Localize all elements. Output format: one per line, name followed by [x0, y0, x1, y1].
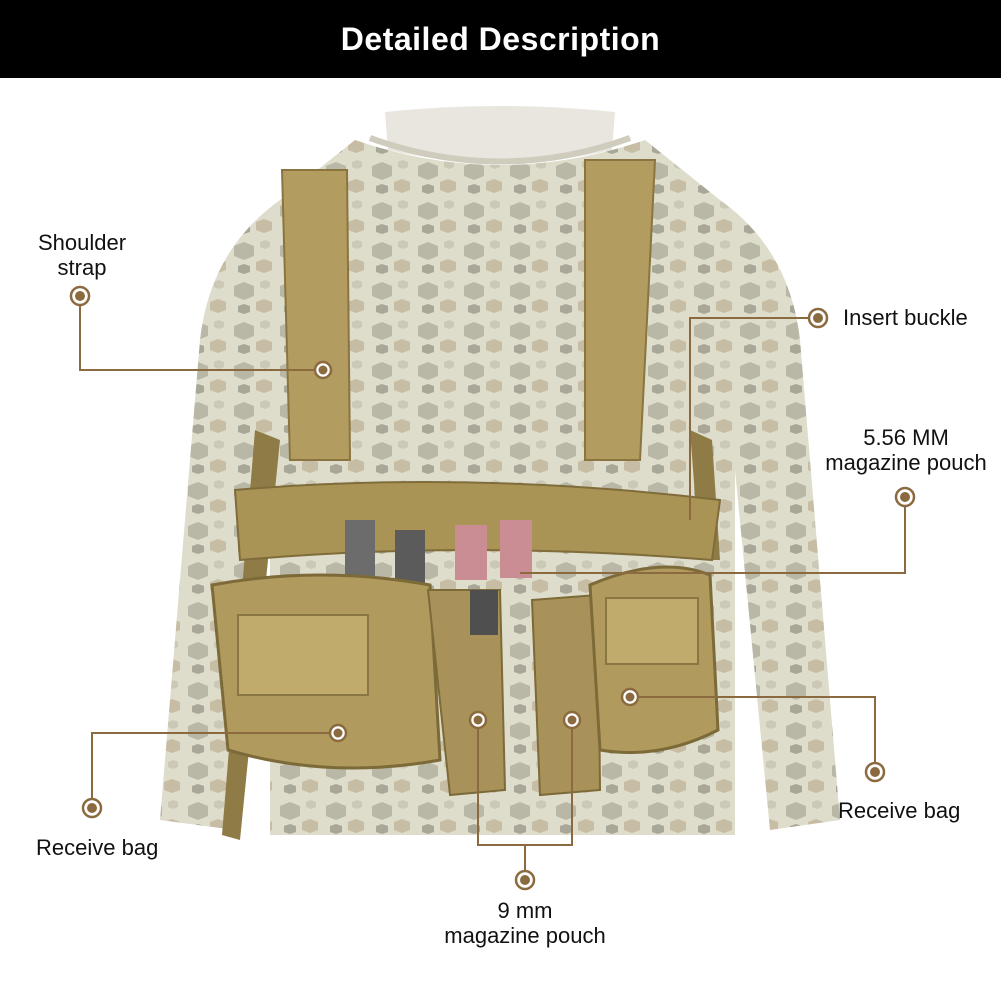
callout-dot-shoulder-end [313, 360, 333, 380]
callout-dot-insert-buckle [807, 307, 829, 329]
callout-dot-receive-right-end [620, 687, 640, 707]
callout-lines [79, 296, 906, 878]
callout-dot-pistol-bottom [514, 869, 536, 891]
callout-line-shoulder-strap [79, 296, 323, 371]
label-shoulder-strap: Shoulder strap [37, 230, 127, 280]
header-banner: Detailed Description [0, 0, 1001, 78]
callout-dots [69, 285, 916, 891]
callout-dot-pistol-left [468, 710, 488, 730]
callout-line-rifle-pouch [520, 497, 906, 574]
callout-line-receive-bag-right [630, 696, 876, 772]
callout-line-receive-bag-left [91, 732, 338, 808]
header-title: Detailed Description [340, 20, 661, 57]
callout-line-insert-buckle [689, 317, 818, 520]
label-receive-bag-right: Receive bag [838, 798, 961, 823]
chest-rig-vest [210, 159, 722, 840]
callout-dot-receive-left-end [328, 723, 348, 743]
label-insert-buckle: Insert buckle [843, 305, 968, 330]
callout-dot-receive-left [81, 797, 103, 819]
callout-dot-rifle-pouch [894, 486, 916, 508]
callout-dot-shoulder-top [69, 285, 91, 307]
label-receive-bag-left: Receive bag [36, 835, 159, 860]
callout-dot-pistol-right [562, 710, 582, 730]
label-rifle-magazine-pouch: 5.56 MM magazine pouch [825, 425, 987, 475]
product-photo [69, 106, 916, 891]
callout-dot-receive-right [864, 761, 886, 783]
label-pistol-magazine-pouch: 9 mm magazine pouch [444, 898, 606, 948]
